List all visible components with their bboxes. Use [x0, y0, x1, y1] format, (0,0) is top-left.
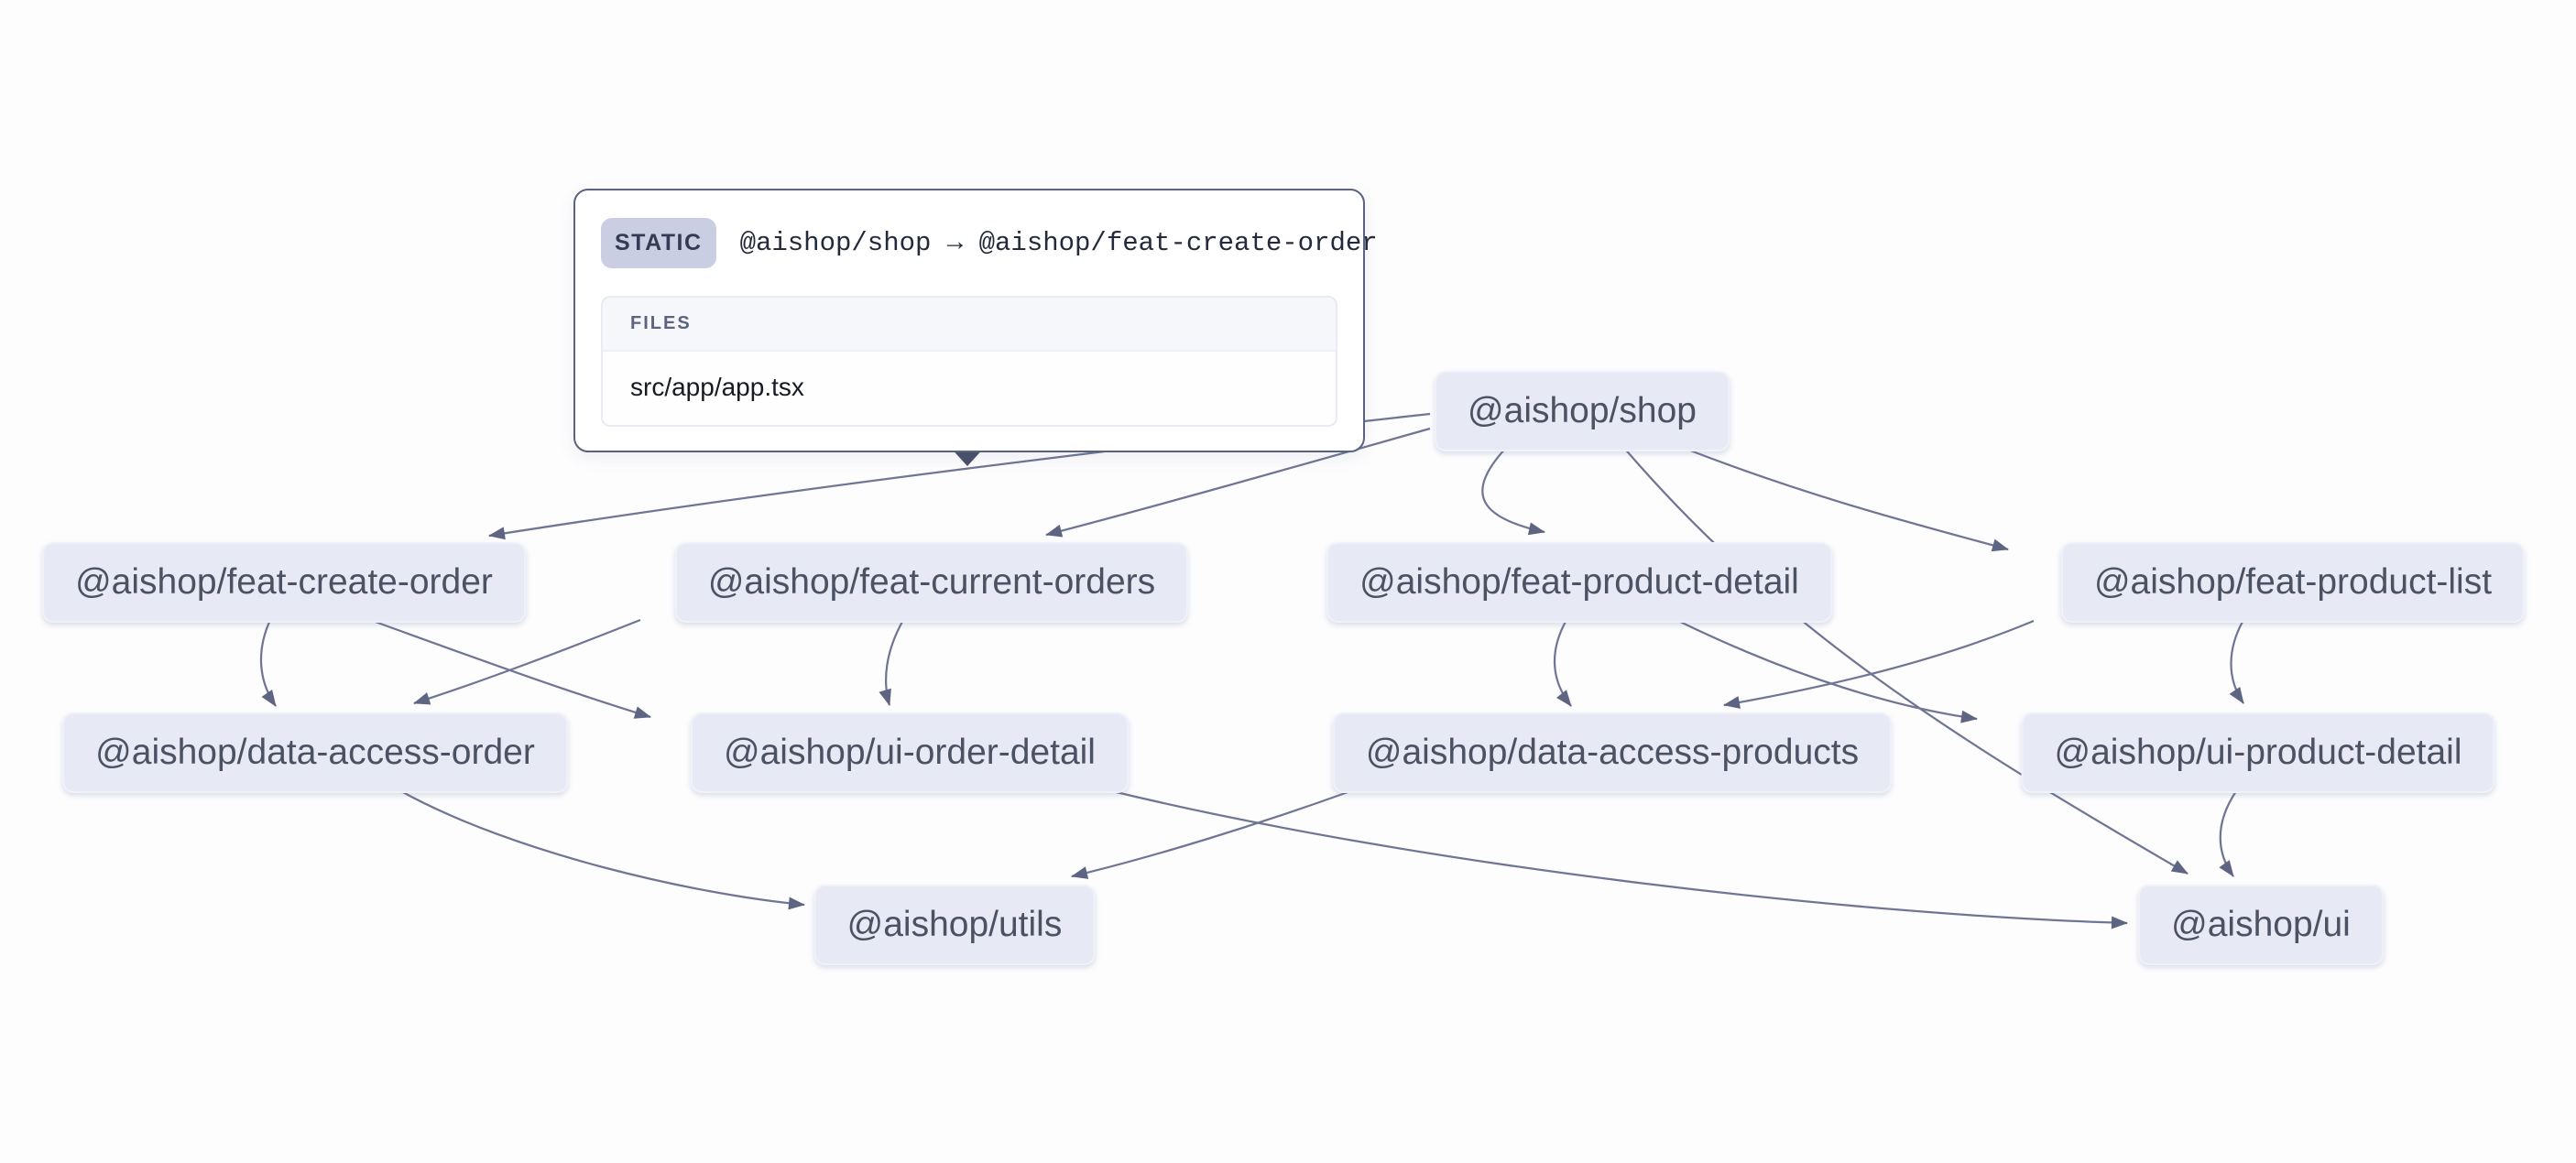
node-ui-product-detail[interactable]: @aishop/ui-product-detail: [2021, 712, 2495, 793]
edge-data-access-products-to-utils[interactable]: [1071, 788, 1354, 879]
node-feat-current-orders[interactable]: @aishop/feat-current-orders: [674, 542, 1189, 623]
edge-ui-product-detail-to-ui[interactable]: [2219, 790, 2237, 877]
edge-feat-create-order-to-ui-order-detail[interactable]: [369, 618, 651, 719]
edge-feat-current-orders-to-ui-order-detail[interactable]: [879, 619, 904, 706]
files-panel: FILES src/app/app.tsx: [601, 296, 1337, 427]
edge-feat-create-order-to-data-access-order[interactable]: [259, 619, 277, 707]
edge-data-access-order-to-utils[interactable]: [398, 789, 805, 910]
node-data-access-order[interactable]: @aishop/data-access-order: [62, 712, 568, 793]
node-feat-product-list[interactable]: @aishop/feat-product-list: [2060, 542, 2526, 623]
edge-feat-current-orders-to-data-access-order[interactable]: [413, 618, 641, 705]
edge-feat-product-detail-to-ui-product-detail[interactable]: [1677, 619, 1978, 723]
file-item: src/app/app.tsx: [603, 350, 1336, 425]
files-list: src/app/app.tsx: [603, 350, 1336, 425]
files-header: FILES: [603, 298, 1336, 350]
edge-shop-to-feat-product-detail[interactable]: [1481, 446, 1545, 536]
node-shop[interactable]: @aishop/shop: [1435, 371, 1730, 451]
edge-shop-to-ui[interactable]: [1622, 446, 2189, 875]
edge-title: @aishop/shop → @aishop/feat-create-order: [739, 228, 1378, 258]
edges-group: [259, 412, 2244, 929]
edge-feat-product-list-to-data-access-products[interactable]: [1723, 619, 2035, 709]
node-feat-create-order[interactable]: @aishop/feat-create-order: [42, 542, 526, 623]
edge-shop-to-feat-current-orders[interactable]: [1045, 427, 1431, 538]
node-utils[interactable]: @aishop/utils: [813, 885, 1096, 965]
edge-shop-to-feat-product-list[interactable]: [1685, 447, 2009, 552]
edge-feat-product-detail-to-data-access-products[interactable]: [1553, 619, 1572, 707]
edge-ui-order-detail-to-ui[interactable]: [1108, 788, 2128, 929]
node-ui-order-detail[interactable]: @aishop/ui-order-detail: [691, 712, 1129, 793]
node-feat-product-detail[interactable]: @aishop/feat-product-detail: [1326, 542, 1832, 623]
edge-feat-product-list-to-ui-product-detail[interactable]: [2229, 619, 2244, 704]
tooltip-header-row: STATIC @aishop/shop → @aishop/feat-creat…: [601, 218, 1378, 268]
edge-tooltip: STATIC @aishop/shop → @aishop/feat-creat…: [573, 189, 1378, 452]
node-ui[interactable]: @aishop/ui: [2138, 885, 2384, 965]
edge-type-badge: STATIC: [601, 218, 716, 268]
node-data-access-products[interactable]: @aishop/data-access-products: [1332, 712, 1893, 793]
